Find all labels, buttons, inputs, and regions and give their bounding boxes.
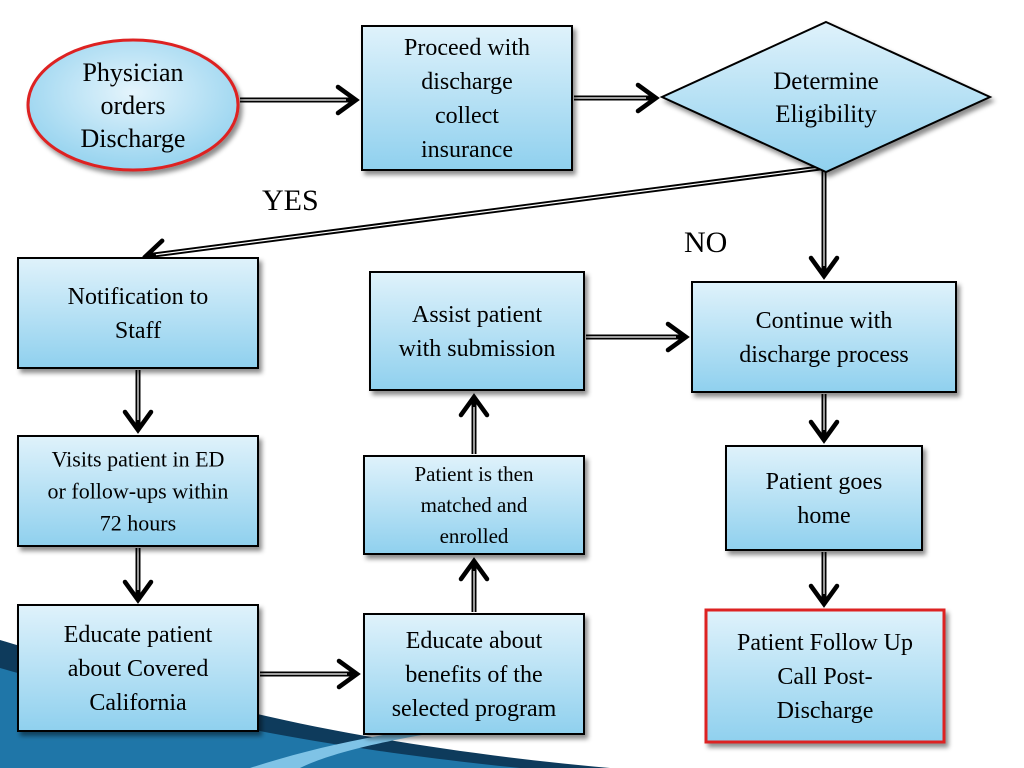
connector-layer <box>122 82 840 690</box>
node-label-line: benefits of the <box>405 662 542 688</box>
node-label-line: enrolled <box>440 524 509 548</box>
node-label-line: Physician <box>82 58 183 87</box>
process-box-shape <box>691 281 957 393</box>
arrowhead-icon <box>122 579 154 604</box>
node-label-line: California <box>89 690 187 716</box>
connector-matched-to-assist <box>458 393 490 454</box>
node-label-line: Discharge <box>777 698 874 724</box>
node-label-line: Staff <box>115 318 161 344</box>
node-label-line: 72 hours <box>100 510 176 535</box>
node-label-line: Determine <box>773 68 879 95</box>
node-label-line: discharge <box>421 69 513 95</box>
node-followup: Patient Follow Up Call Post- Discharge <box>704 608 946 744</box>
arrowhead-icon <box>122 409 154 434</box>
connector-proceed-to-eligibility <box>574 82 660 114</box>
node-label-line: collect <box>435 103 499 129</box>
node-label-line: Patient goes <box>766 469 883 495</box>
arrowhead-icon <box>808 419 840 444</box>
arrowhead-icon <box>635 82 660 114</box>
node-label-line: home <box>797 503 850 529</box>
node-label-line: Discharge <box>81 124 186 153</box>
start-ellipse-shape <box>26 38 240 172</box>
arrowhead-icon <box>808 583 840 608</box>
node-label-line: insurance <box>421 137 513 163</box>
process-box-shape <box>361 25 573 171</box>
process-box-shape <box>363 455 585 555</box>
node-label-line: Proceed with <box>404 35 530 61</box>
arrowhead-icon <box>336 658 361 690</box>
connector-notify-to-visits <box>122 370 154 434</box>
node-educate-benefits: Educate about benefits of the selected pro… <box>363 613 585 735</box>
node-visits: Visits patient in ED or follow-ups within… <box>17 435 259 547</box>
arrowhead-icon <box>458 393 490 418</box>
node-label-line: with submission <box>399 336 556 362</box>
connector-start-to-proceed <box>240 84 360 116</box>
process-box-shape <box>704 608 946 744</box>
arrowhead-icon <box>665 321 690 353</box>
connector-continue-to-home <box>808 394 840 444</box>
node-label-line: about Covered <box>68 656 209 682</box>
connector-assist-to-continue <box>586 321 690 353</box>
connector-eligibility-to-continue <box>808 168 840 280</box>
node-label-line: discharge process <box>739 342 909 368</box>
connector-shaft-core <box>155 167 821 256</box>
node-label-line: Continue with <box>756 308 893 334</box>
node-label-line: Patient Follow Up <box>737 630 913 656</box>
connector-educate-cc-to-educate-benefits <box>260 658 361 690</box>
yes-branch-label: YES <box>262 184 319 217</box>
node-proceed: Proceed with discharge collect insurance <box>361 25 573 171</box>
node-home: Patient goes home <box>725 445 923 551</box>
arrowhead-icon <box>458 557 490 582</box>
node-matched: Patient is then matched and enrolled <box>363 455 585 555</box>
node-label-line: selected program <box>392 696 557 722</box>
node-label-line: matched and <box>421 493 528 517</box>
node-label-line: or follow-ups within <box>48 478 229 503</box>
node-assist: Assist patient with submission <box>369 271 585 391</box>
connector-educate-benefits-to-matched <box>458 557 490 612</box>
process-box-shape <box>17 435 259 547</box>
process-box-shape <box>725 445 923 551</box>
process-box-shape <box>17 257 259 369</box>
process-box-shape <box>363 613 585 735</box>
node-label-line: Notification to <box>68 284 209 310</box>
corner-swoosh-decoration <box>0 640 610 768</box>
no-branch-label: NO <box>684 226 727 259</box>
node-label-line: Assist patient <box>412 302 542 328</box>
arrowhead-icon <box>808 255 840 280</box>
node-label-line: Visits patient in ED <box>52 446 225 471</box>
node-notify: Notification to Staff <box>17 257 259 369</box>
node-label-line: Educate about <box>406 628 543 654</box>
connector-visits-to-educate-cc <box>122 548 154 604</box>
node-label-line: Educate patient <box>64 622 213 648</box>
connector-home-to-followup <box>808 552 840 608</box>
swoosh-mid-band <box>0 668 520 768</box>
process-box-shape <box>369 271 585 391</box>
decision-diamond-shape <box>659 20 993 174</box>
node-continue: Continue with discharge process <box>691 281 957 393</box>
node-label-line: Eligibility <box>775 101 877 128</box>
node-label-line: Patient is then <box>415 462 534 486</box>
process-box-shape <box>17 604 259 732</box>
arrowhead-icon <box>335 84 360 116</box>
node-label-line: orders <box>101 91 166 120</box>
swoosh-light-band <box>250 716 560 768</box>
node-label-line: Call Post- <box>777 664 872 690</box>
